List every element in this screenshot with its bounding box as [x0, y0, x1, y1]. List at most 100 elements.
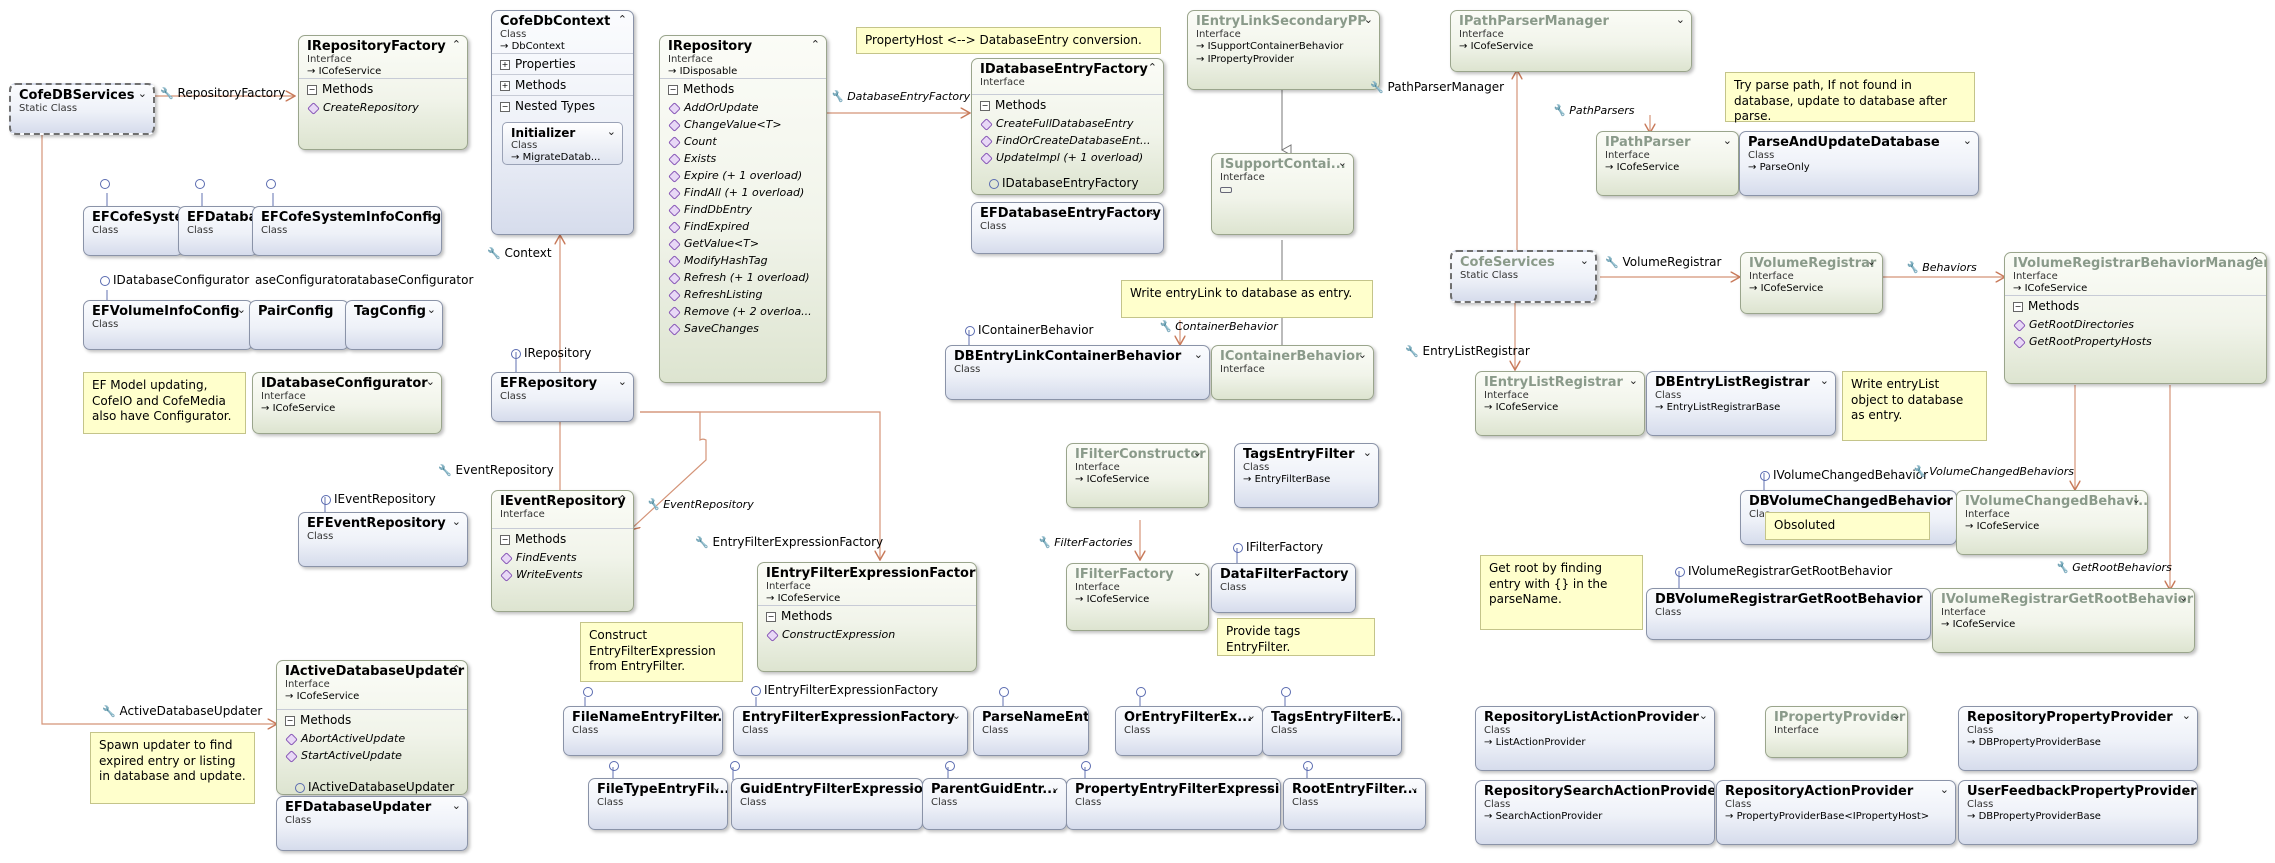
ipath-parser-box[interactable]: IPathParser Interface → ICofeService ⌄	[1596, 131, 1739, 196]
methods-section[interactable]: −Methods	[492, 528, 633, 549]
file-name-entry-filter-box[interactable]: FileNameEntryFilter... Class ⌄	[563, 706, 723, 756]
chevron-down-icon[interactable]: ⌄	[1579, 254, 1589, 267]
chevron-down-icon[interactable]: ⌄	[1698, 709, 1708, 722]
ientry-filter-expression-factory-box[interactable]: IEntryFilterExpressionFactory Interface …	[757, 562, 977, 672]
chevron-down-icon[interactable]: ⌄	[1363, 13, 1373, 26]
chevron-down-icon[interactable]: ⌄	[1385, 709, 1395, 722]
collapse-icon[interactable]: −	[2013, 301, 2023, 312]
chevron-down-icon[interactable]: ⌄	[1050, 781, 1060, 794]
ef-database-updater-box[interactable]: EFDatabaseUpdater Class ⌄	[276, 796, 468, 851]
chevron-down-icon[interactable]: ⌄	[2131, 493, 2141, 506]
guid-entry-filter-expression-box[interactable]: GuidEntryFilterExpression Class ⌄	[731, 778, 923, 830]
chevron-down-icon[interactable]: ⌄	[617, 375, 627, 388]
chevron-down-icon[interactable]: ⌄	[706, 709, 716, 722]
chevron-down-icon[interactable]: ⌄	[425, 375, 435, 388]
chevron-down-icon[interactable]: ⌄	[1362, 446, 1372, 459]
chevron-up-icon[interactable]: ⌃	[617, 13, 627, 26]
chevron-down-icon[interactable]: ⌄	[1147, 205, 1157, 218]
methods-section[interactable]: −Methods	[758, 605, 976, 626]
tags-entry-filter-e-box[interactable]: TagsEntryFilterE... Class ⌄	[1262, 706, 1402, 756]
chevron-up-icon[interactable]: ⌃	[617, 493, 627, 506]
ievent-repository-box[interactable]: IEventRepository Interface ⌃ −Methods Fi…	[491, 490, 634, 612]
collapse-icon[interactable]: −	[668, 84, 678, 95]
ipath-parser-manager-box[interactable]: IPathParserManager Interface → ICofeServ…	[1450, 10, 1692, 72]
chevron-down-icon[interactable]: ⌄	[1337, 156, 1347, 169]
cofe-db-context-box[interactable]: CofeDbContext Class → DbContext ⌃ +Prope…	[491, 10, 634, 235]
chevron-down-icon[interactable]: ⌄	[451, 515, 461, 528]
ef-volume-info-config-box[interactable]: EFVolumeInfoConfig Class ⌄	[83, 300, 253, 350]
chevron-down-icon[interactable]: ⌄	[2181, 783, 2191, 796]
chevron-down-icon[interactable]: ⌄	[1628, 374, 1638, 387]
chevron-down-icon[interactable]: ⌄	[711, 781, 721, 794]
chevron-down-icon[interactable]: ⌄	[451, 799, 461, 812]
parse-name-entry-box[interactable]: ParseNameEntr... Class ⌄	[973, 706, 1089, 756]
nested-initializer-box[interactable]: Initializer Class → MigrateDatab... ⌄	[502, 122, 623, 165]
idatabase-configurator-box[interactable]: IDatabaseConfigurator Interface → ICofeS…	[252, 372, 442, 434]
chevron-down-icon[interactable]: ⌄	[1675, 13, 1685, 26]
tag-config-box[interactable]: TagConfig ⌄	[345, 300, 443, 350]
chevron-down-icon[interactable]: ⌄	[236, 303, 246, 316]
ef-cofe-system-box[interactable]: EFCofeSystemI Class	[83, 206, 183, 256]
db-entry-list-registrar-box[interactable]: DBEntryListRegistrar Class → EntryListRe…	[1646, 371, 1836, 436]
iactive-database-updater-box[interactable]: IActiveDatabaseUpdater Interface → ICofe…	[276, 660, 468, 795]
or-entry-filter-ex-box[interactable]: OrEntryFilterEx... Class ⌄	[1115, 706, 1263, 756]
chevron-down-icon[interactable]: ⌄	[1939, 783, 1949, 796]
tags-entry-filter-box[interactable]: TagsEntryFilter Class → EntryFilterBase …	[1234, 443, 1379, 508]
parse-and-update-database-box[interactable]: ParseAndUpdateDatabase Class → ParseOnly…	[1739, 131, 1979, 196]
ifilter-constructor-box[interactable]: IFilterConstructor Interface → ICofeServ…	[1066, 443, 1209, 508]
repository-list-action-provider-box[interactable]: RepositoryListActionProvider Class → Lis…	[1475, 706, 1715, 771]
icontainer-behavior-box[interactable]: IContainerBehavior Interface ⌄	[1211, 345, 1374, 400]
chevron-down-icon[interactable]: ⌄	[425, 209, 435, 222]
chevron-down-icon[interactable]: ⌄	[1192, 446, 1202, 459]
root-entry-filter-box[interactable]: RootEntryFilter... Class ⌄	[1283, 778, 1426, 830]
methods-section[interactable]: −Methods	[277, 709, 467, 730]
methods-section[interactable]: −Methods	[2005, 295, 2266, 316]
expand-icon[interactable]: +	[500, 80, 510, 91]
db-volume-registrar-get-root-behavior-box[interactable]: DBVolumeRegistrarGetRootBehavior Class	[1646, 588, 1931, 640]
isupport-container-box[interactable]: ISupportContai... Interface ⌄	[1211, 153, 1354, 235]
chevron-down-icon[interactable]: ⌄	[1357, 348, 1367, 361]
ientry-link-secondary-pp-box[interactable]: IEntryLinkSecondaryPP Interface → ISuppo…	[1187, 10, 1380, 90]
collapse-icon[interactable]: −	[500, 534, 510, 545]
chevron-down-icon[interactable]: ⌄	[1940, 493, 1950, 506]
chevron-down-icon[interactable]: ⌄	[137, 87, 147, 100]
collapse-icon[interactable]: −	[285, 715, 295, 726]
ivolume-registrar-get-root-behavior-box[interactable]: IVolumeRegistrarGetRootBehavior Interfac…	[1932, 588, 2195, 653]
chevron-down-icon[interactable]: ⌄	[2181, 709, 2191, 722]
ef-event-repository-box[interactable]: EFEventRepository Class ⌄	[298, 512, 468, 567]
repository-property-provider-box[interactable]: RepositoryPropertyProvider Class → DBPro…	[1958, 706, 2198, 771]
collapse-icon[interactable]: −	[980, 100, 990, 111]
iproperty-provider-box[interactable]: IPropertyProvider Interface ⌄	[1765, 706, 1908, 758]
chevron-down-icon[interactable]: ⌄	[1819, 374, 1829, 387]
property-entry-filter-expression-box[interactable]: PropertyEntryFilterExpression Class ⌄	[1066, 778, 1281, 830]
chevron-down-icon[interactable]: ⌄	[1891, 709, 1901, 722]
chevron-down-icon[interactable]: ⌄	[1339, 566, 1349, 579]
chevron-down-icon[interactable]: ⌄	[1072, 709, 1082, 722]
ivolume-registrar-behavior-manager-box[interactable]: IVolumeRegistrarBehaviorManager Interfac…	[2004, 252, 2267, 384]
ifilter-factory-box[interactable]: IFilterFactory Interface → ICofeService …	[1066, 563, 1209, 631]
chevron-down-icon[interactable]: ⌄	[1866, 255, 1876, 268]
ef-repository-box[interactable]: EFRepository Class ⌄	[491, 372, 634, 422]
properties-section[interactable]: +Properties	[492, 53, 633, 74]
parent-guid-entry-box[interactable]: ParentGuidEntr... Class ⌄	[922, 778, 1067, 830]
chevron-down-icon[interactable]: ⌄	[1264, 781, 1274, 794]
methods-section[interactable]: −Methods	[972, 94, 1163, 115]
file-type-entry-filter-box[interactable]: FileTypeEntryFil... Class ⌄	[588, 778, 728, 830]
ivolume-registrar-box[interactable]: IVolumeRegistrar Interface → ICofeServic…	[1740, 252, 1883, 314]
chevron-down-icon[interactable]: ⌄	[1698, 783, 1708, 796]
collapse-icon[interactable]: −	[500, 101, 510, 112]
db-entry-link-container-behavior-box[interactable]: DBEntryLinkContainerBehavior Class ⌄	[945, 345, 1210, 400]
repository-search-action-provider-box[interactable]: RepositorySearchActionProvider Class → S…	[1475, 780, 1715, 845]
irepository-factory-box[interactable]: IRepositoryFactory Interface → ICofeServ…	[298, 35, 468, 150]
pair-config-box[interactable]: PairConfig	[249, 300, 349, 350]
collapse-icon[interactable]: −	[307, 84, 317, 95]
cofe-db-services-box[interactable]: CofeDBServices Static Class ⌄	[9, 83, 155, 135]
chevron-up-icon[interactable]: ⌃	[810, 38, 820, 51]
ef-cofe-system-info-config-box[interactable]: EFCofeSystemInfoConfig Class ⌄	[252, 206, 442, 256]
chevron-down-icon[interactable]: ⌄	[2178, 591, 2188, 604]
cofe-services-box[interactable]: CofeServices Static Class ⌄	[1450, 250, 1597, 303]
irepository-box[interactable]: IRepository Interface → IDisposable ⌃ −M…	[659, 35, 827, 383]
methods-section[interactable]: −Methods	[660, 78, 826, 99]
data-filter-factory-box[interactable]: DataFilterFactory Class ⌄	[1211, 563, 1356, 613]
collapse-icon[interactable]: −	[766, 611, 776, 622]
